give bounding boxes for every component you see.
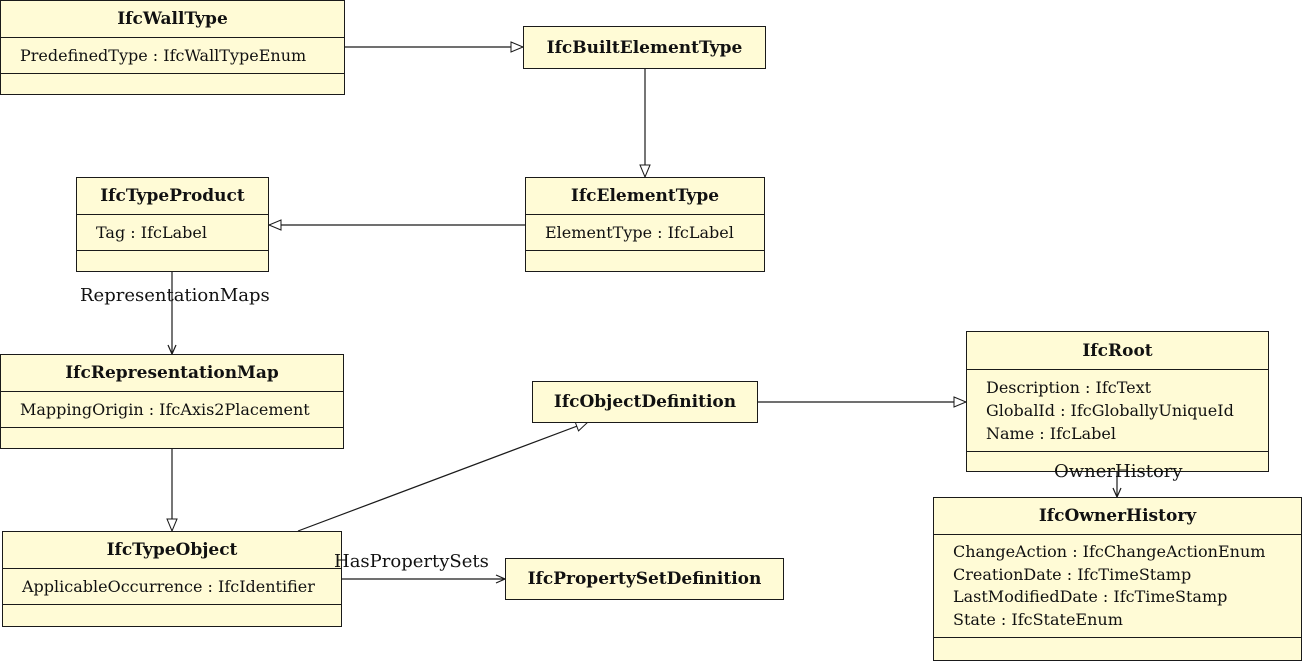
edge-typeobject-objectdefinition xyxy=(297,422,588,532)
class-ifctypeobject[interactable]: IfcTypeObject ApplicableOccurrence : Ifc… xyxy=(2,531,342,627)
edge-label-owner-history: OwnerHistory xyxy=(1054,461,1183,482)
class-operations xyxy=(1,428,343,446)
class-attributes: ElementType : IfcLabel xyxy=(526,215,764,251)
class-name: IfcObjectDefinition xyxy=(553,392,737,412)
class-name: IfcRoot xyxy=(967,332,1268,370)
class-ifcroot[interactable]: IfcRoot Description : IfcText GlobalId :… xyxy=(966,331,1269,472)
class-name: IfcTypeObject xyxy=(3,532,341,569)
attribute: State : IfcStateEnum xyxy=(953,609,1123,629)
class-name: IfcPropertySetDefinition xyxy=(527,569,762,589)
class-name: IfcElementType xyxy=(526,178,764,215)
attribute: ApplicableOccurrence : IfcIdentifier xyxy=(22,577,315,596)
class-ifcwalltype[interactable]: IfcWallType PredefinedType : IfcWallType… xyxy=(0,0,345,95)
attribute: Name : IfcLabel xyxy=(986,424,1116,443)
class-name: IfcOwnerHistory xyxy=(934,498,1301,535)
attribute: MappingOrigin : IfcAxis2Placement xyxy=(20,400,310,419)
class-ifcpropertysetdefinition[interactable]: IfcPropertySetDefinition xyxy=(505,558,784,600)
class-name: IfcTypeProduct xyxy=(77,178,268,215)
class-operations xyxy=(3,605,341,623)
class-name: IfcBuiltElementType xyxy=(546,37,743,58)
class-attributes: ChangeAction : IfcChangeActionEnum Creat… xyxy=(934,535,1301,638)
class-attributes: PredefinedType : IfcWallTypeEnum xyxy=(1,38,344,74)
attribute: CreationDate : IfcTimeStamp xyxy=(953,564,1192,584)
class-ifcrepresentationmap[interactable]: IfcRepresentationMap MappingOrigin : Ifc… xyxy=(0,354,344,449)
attribute: PredefinedType : IfcWallTypeEnum xyxy=(20,46,307,65)
class-name: IfcWallType xyxy=(1,1,344,38)
attribute: ChangeAction : IfcChangeActionEnum xyxy=(953,542,1266,561)
class-attributes: ApplicableOccurrence : IfcIdentifier xyxy=(3,569,341,605)
edge-label-has-property-sets: HasPropertySets xyxy=(334,551,489,572)
class-ifctypeproduct[interactable]: IfcTypeProduct Tag : IfcLabel xyxy=(76,177,269,272)
attribute: Tag : IfcLabel xyxy=(96,223,207,242)
attribute: Description : IfcText xyxy=(986,378,1152,397)
class-attributes: Tag : IfcLabel xyxy=(77,215,268,251)
class-operations xyxy=(77,251,268,269)
class-ifcelementtype[interactable]: IfcElementType ElementType : IfcLabel xyxy=(525,177,765,272)
attribute: LastModifiedDate : IfcTimeStamp xyxy=(953,587,1228,606)
class-operations xyxy=(934,638,1301,656)
class-operations xyxy=(1,74,344,92)
class-attributes: Description : IfcText GlobalId : IfcGlob… xyxy=(967,370,1268,452)
attribute: GlobalId : IfcGloballyUniqueId xyxy=(986,401,1234,420)
class-attributes: MappingOrigin : IfcAxis2Placement xyxy=(1,392,343,428)
edge-label-representation-maps: RepresentationMaps xyxy=(80,285,270,306)
class-operations xyxy=(526,251,764,269)
class-name: IfcRepresentationMap xyxy=(1,355,343,392)
class-ifcbuiltelementtype[interactable]: IfcBuiltElementType xyxy=(523,26,766,69)
attribute: ElementType : IfcLabel xyxy=(545,223,734,242)
class-ifcobjectdefinition[interactable]: IfcObjectDefinition xyxy=(532,381,758,423)
class-ifcownerhistory[interactable]: IfcOwnerHistory ChangeAction : IfcChange… xyxy=(933,497,1302,661)
